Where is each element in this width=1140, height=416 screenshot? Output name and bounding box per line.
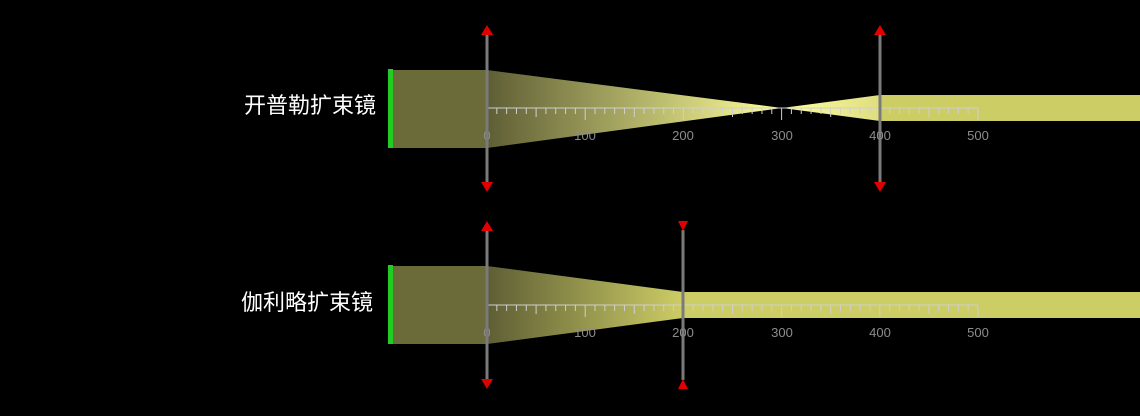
scale-label: 300 bbox=[771, 325, 793, 340]
concave-lens bbox=[678, 221, 688, 389]
scale-label: 100 bbox=[574, 325, 596, 340]
galilean-expander: 伽利略扩束镜 0 100 200 300 400 500 bbox=[241, 221, 1140, 389]
ruler: 0 100 200 300 400 500 bbox=[483, 304, 989, 340]
convex-lens-1 bbox=[481, 25, 493, 192]
keplerian-expander: 开普勒扩束镜 0 100 200 300 400 500 bbox=[244, 25, 1140, 192]
light-source bbox=[388, 265, 393, 344]
light-source bbox=[388, 69, 393, 148]
convex-lens-2 bbox=[874, 25, 886, 192]
scale-label: 400 bbox=[869, 325, 891, 340]
scale-label: 500 bbox=[967, 325, 989, 340]
keplerian-label: 开普勒扩束镜 bbox=[244, 94, 376, 119]
scale-label: 500 bbox=[967, 128, 989, 143]
input-beam bbox=[392, 266, 487, 344]
scale-label: 200 bbox=[672, 128, 694, 143]
ruler: 0 100 200 300 400 500 bbox=[483, 107, 989, 143]
galilean-label: 伽利略扩束镜 bbox=[241, 291, 373, 316]
scale-label: 100 bbox=[574, 128, 596, 143]
input-beam bbox=[392, 70, 487, 148]
convex-lens-1 bbox=[481, 221, 493, 389]
scale-label: 300 bbox=[771, 128, 793, 143]
